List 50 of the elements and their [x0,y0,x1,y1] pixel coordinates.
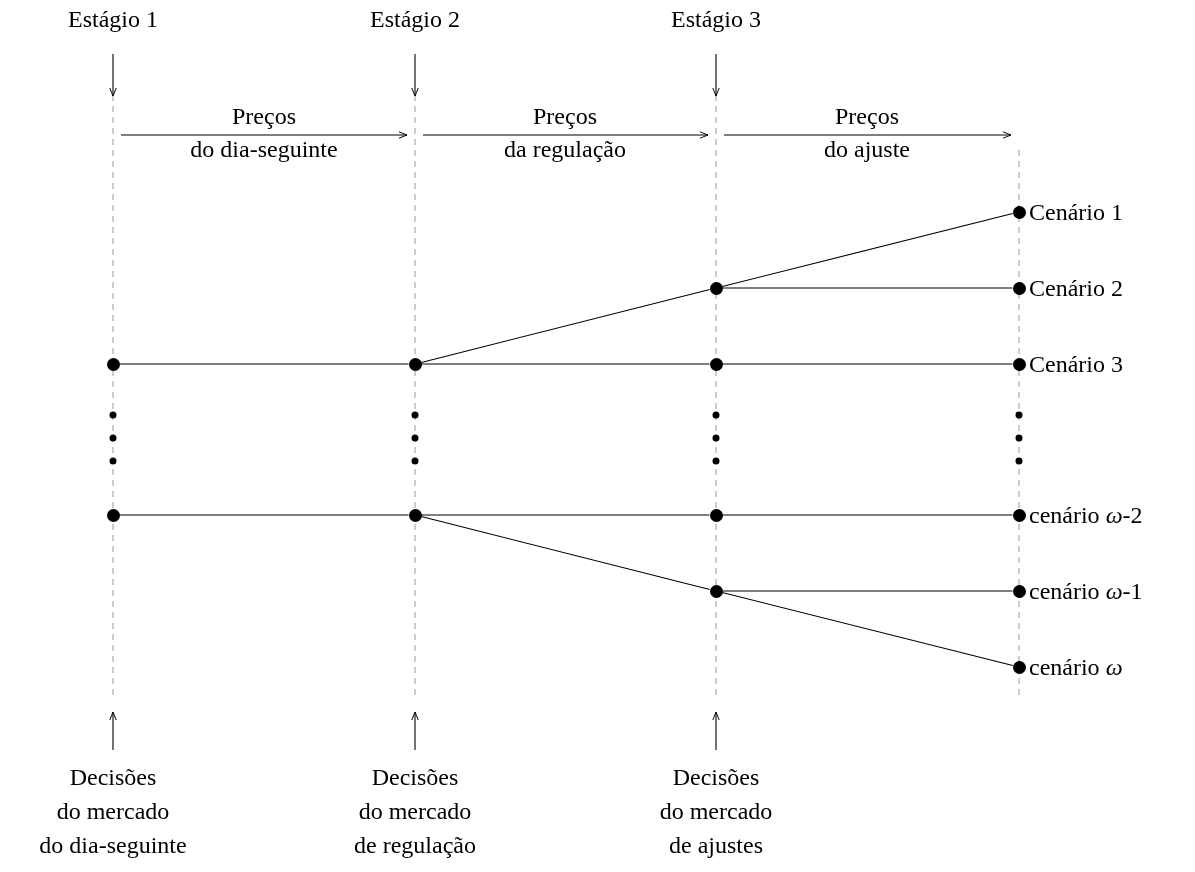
scenario-node [1012,357,1026,371]
scenario-node [408,357,422,371]
scenario-branch-line [420,289,711,363]
scenario-branch-line [118,514,410,516]
scenario-node [408,508,422,522]
scenario-label: cenário ω [1029,655,1123,679]
scenario-branch-line [721,213,1014,287]
scenario-branch-line [420,516,711,590]
stage-label: de ajustes [669,831,763,860]
scenario-branch-line [721,363,1014,365]
stage-label: Estágio 3 [671,5,761,34]
scenario-label: cenário ω-2 [1029,503,1143,527]
scenario-node [1012,660,1026,674]
stage-label: Decisões [69,763,157,792]
scenario-node [1012,205,1026,219]
scenario-node [709,508,723,522]
stage-label: do mercado [358,797,472,826]
scenario-label: cenário ω-1 [1029,579,1143,603]
arrow [109,53,117,97]
stage-label: Estágio 2 [370,5,460,34]
scenario-node [106,508,120,522]
scenario-branch-line [721,287,1014,289]
arrow [411,711,419,751]
scenario-node [1012,508,1026,522]
arrow [109,711,117,751]
scenario-branch-line [721,514,1014,516]
stage-label: do dia-seguinte [39,831,187,860]
arrow [411,53,419,97]
scenario-node [106,357,120,371]
scenario-node [709,281,723,295]
stage-label: de regulação [354,831,476,860]
scenario-label: Cenário 3 [1029,352,1123,376]
scenario-branch-line [721,592,1014,666]
arrow [712,53,720,97]
stage-label: do mercado [659,797,773,826]
scenario-node [709,357,723,371]
stage-label: Decisões [672,763,760,792]
scenario-node [709,584,723,598]
scenario-label: Cenário 1 [1029,200,1123,224]
stage-label: Decisões [371,763,459,792]
scenario-node [1012,281,1026,295]
scenario-node [1012,584,1026,598]
stage-label: Estágio 1 [68,5,158,34]
scenario-branch-line [721,590,1014,592]
stage-label: do mercado [56,797,170,826]
scenario-branch-line [118,363,410,365]
arrow [712,711,720,751]
scenario-branch-line [420,363,711,365]
scenario-label: Cenário 2 [1029,276,1123,300]
scenario-branch-line [420,514,711,516]
